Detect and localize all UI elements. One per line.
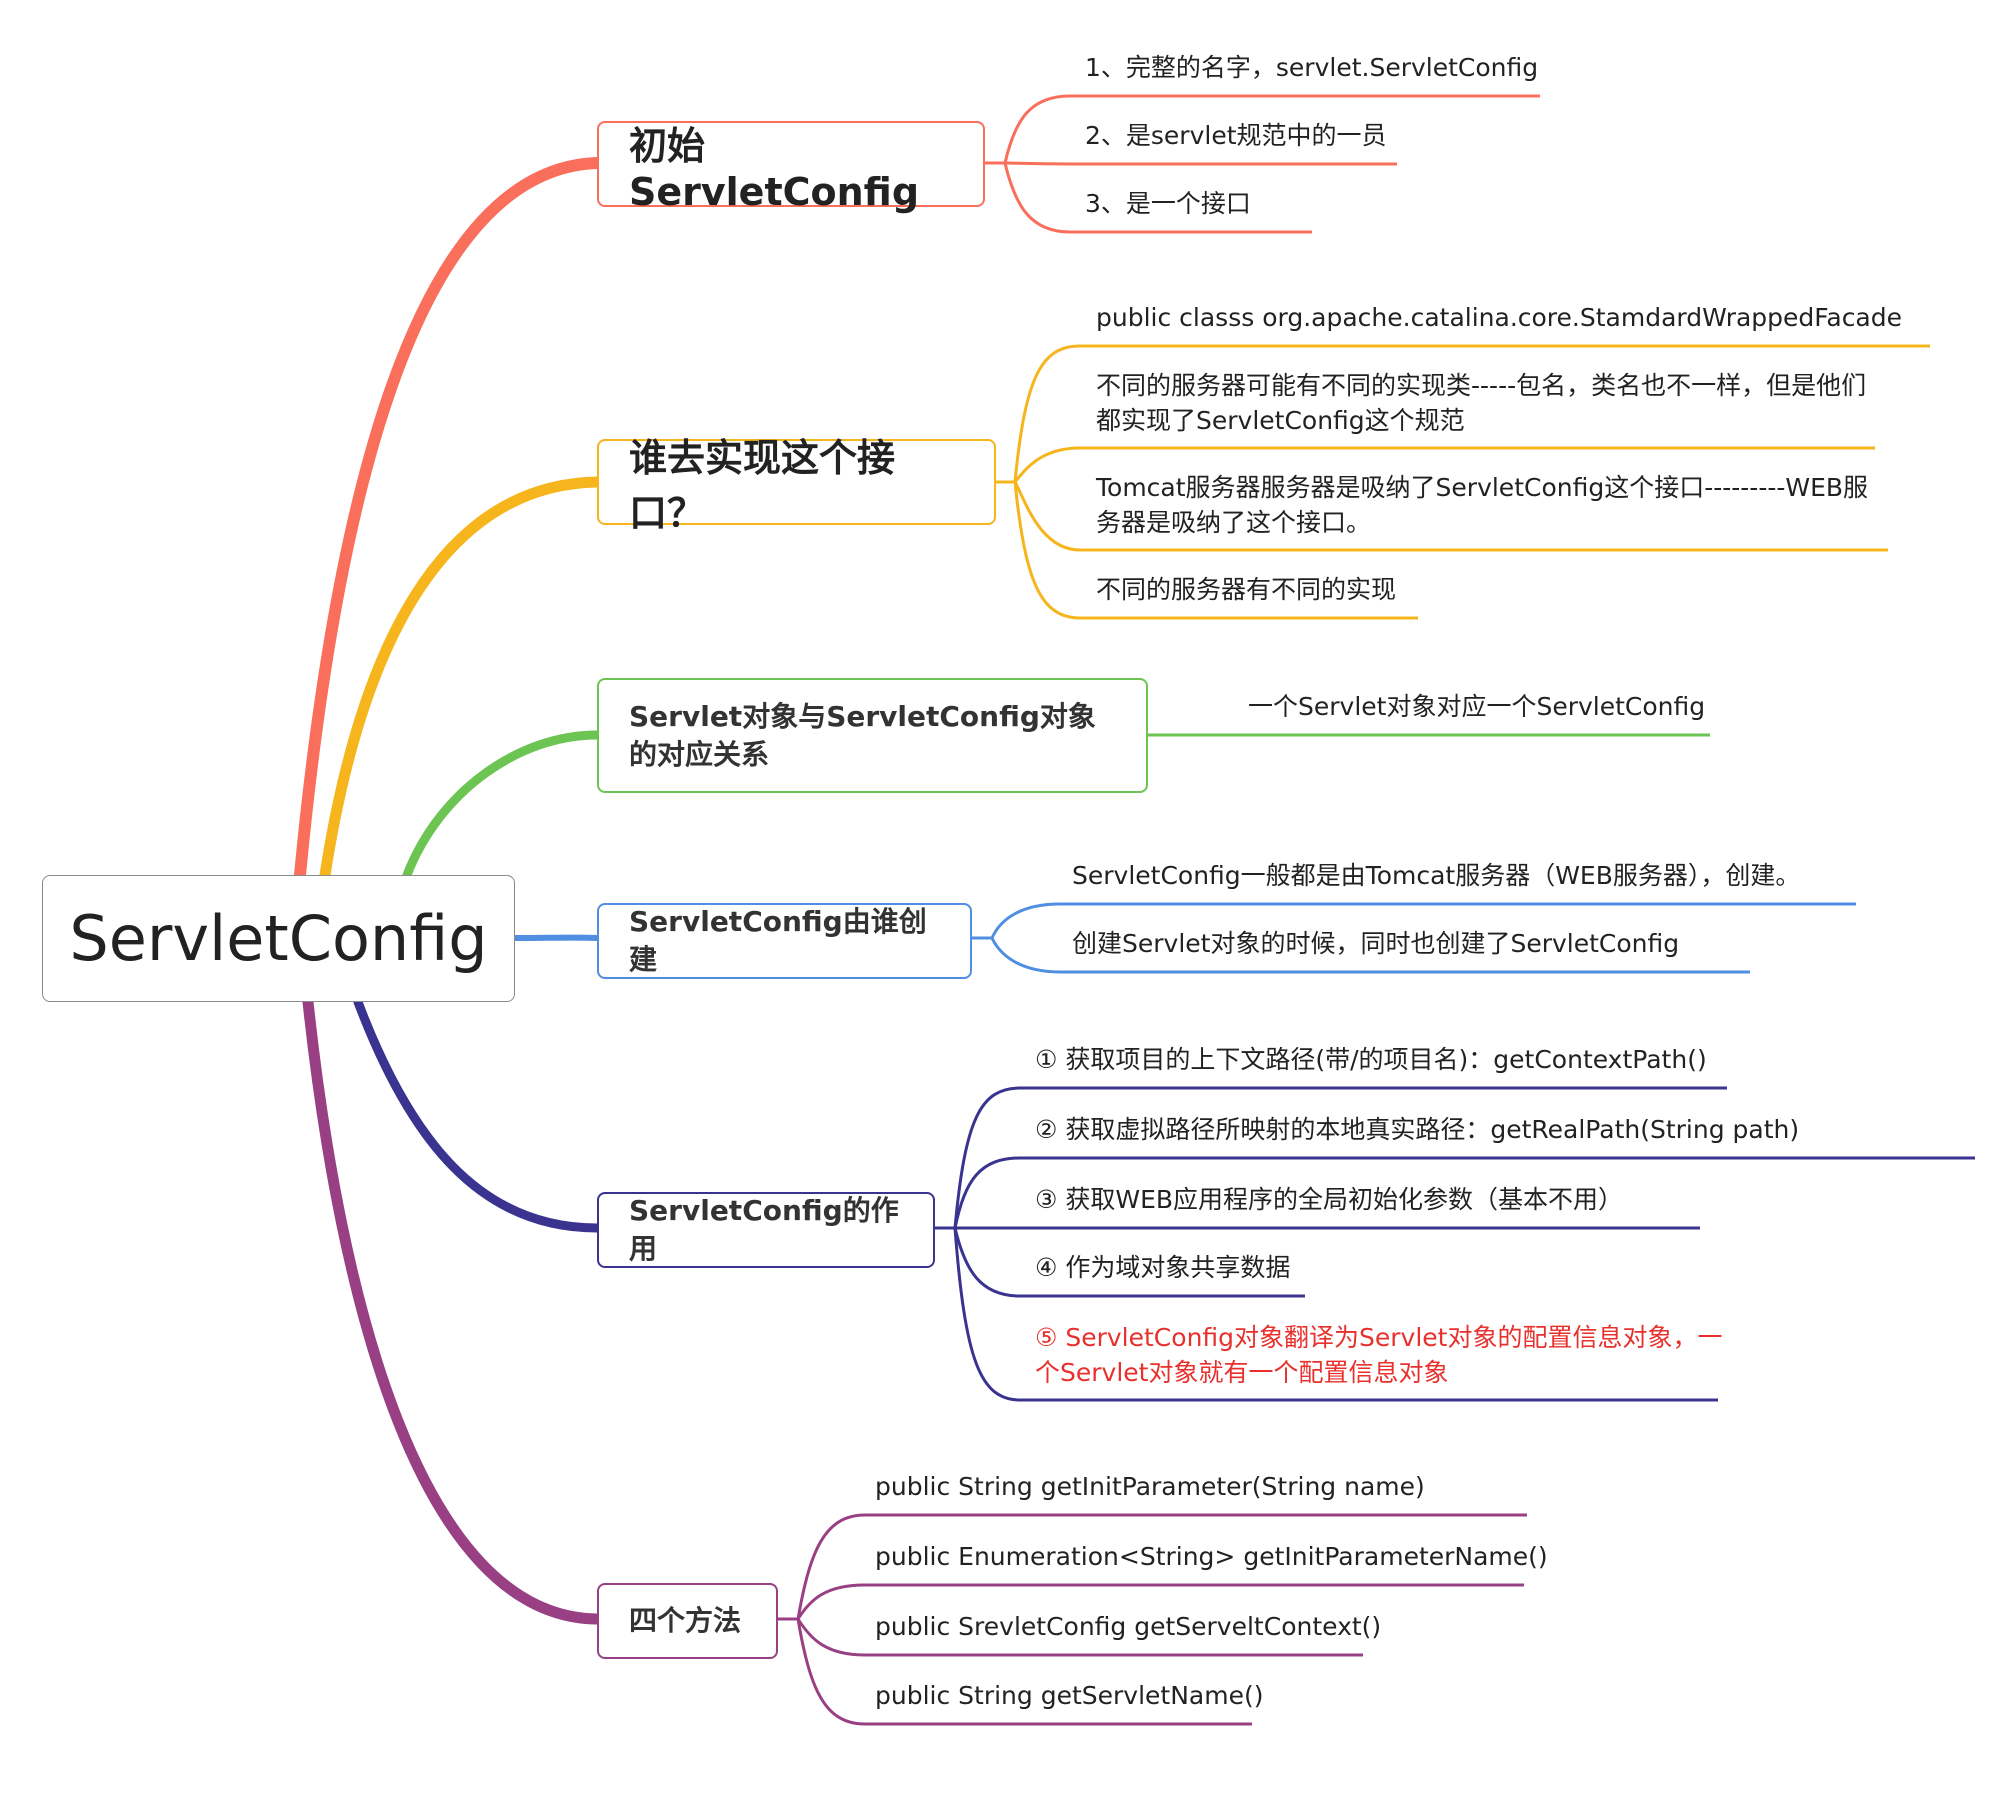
leaf-line-b2-3 (1013, 481, 1888, 552)
leaf-b3-1[interactable]: 一个Servlet对象对应一个ServletConfig (1248, 692, 1706, 721)
leaf-line-b1-2 (1004, 161, 1397, 166)
trunk-b1 (294, 157, 603, 881)
branch-methods[interactable]: 四个方法 (597, 1583, 778, 1659)
branch-implementer-label: 谁去实现这个接口？ (629, 436, 896, 535)
branch-purpose[interactable]: ServletConfig的作用 (597, 1192, 935, 1268)
leaf-b5-2[interactable]: ② 获取虚拟路径所映射的本地真实路径：getRealPath(String pa… (1035, 1115, 1800, 1144)
leaf-line-b2-1 (996, 344, 1930, 484)
leaf-b5-5-highlight[interactable]: ⑤ ServletConfig对象翻译为Servlet对象的配置信息对象，一个S… (1035, 1323, 1723, 1387)
leaf-b6-3[interactable]: public SrevletConfig getServeltContext() (875, 1612, 1382, 1641)
leaf-line-b2-4 (1013, 481, 1418, 620)
leaf-line-b6-2 (796, 1583, 1524, 1620)
branch-relationship[interactable]: Servlet对象与ServletConfig对象的对应关系 (597, 678, 1148, 793)
leaf-b4-1[interactable]: ServletConfig一般都是由Tomcat服务器（WEB服务器），创建。 (1072, 861, 1801, 890)
leaf-line-b6-1 (778, 1513, 1527, 1621)
leaf-b5-1[interactable]: ① 获取项目的上下文路径(带/的项目名)：getContextPath() (1035, 1045, 1707, 1074)
branch-relationship-label: Servlet对象与ServletConfig对象的对应关系 (629, 699, 1096, 771)
leaf-b5-4[interactable]: ④ 作为域对象共享数据 (1035, 1253, 1291, 1282)
branch-intro[interactable]: 初始ServletConfig (597, 121, 985, 214)
leaf-line-b5-1 (935, 1086, 1727, 1230)
leaf-line-b5-5 (953, 1227, 1718, 1402)
leaf-line-b4-1 (972, 902, 1856, 940)
leaf-line-b6-3 (796, 1618, 1363, 1657)
root-node[interactable]: ServletConfig (42, 875, 515, 1002)
leaf-b6-2[interactable]: public Enumeration<String> getInitParame… (875, 1542, 1548, 1571)
leaf-line-b5-2 (953, 1156, 1975, 1229)
leaf-line-b1-1 (985, 94, 1540, 165)
branch-creator-label: ServletConfig由谁创建 (629, 905, 927, 976)
leaf-b4-2[interactable]: 创建Servlet对象的时候，同时也创建了ServletConfig (1072, 929, 1680, 958)
leaf-b2-2[interactable]: 不同的服务器可能有不同的实现类-----包名，类名也不一样，但是他们都实现了Se… (1096, 371, 1867, 435)
leaf-b2-3[interactable]: Tomcat服务器服务器是吸纳了ServletConfig这个接口-------… (1096, 473, 1869, 537)
branch-methods-label: 四个方法 (629, 1604, 742, 1637)
trunk-b6 (302, 996, 603, 1625)
leaf-b2-1[interactable]: public classs org.apache.catalina.core.S… (1096, 303, 1903, 332)
branch-intro-label: 初始ServletConfig (629, 123, 920, 214)
branch-purpose-label: ServletConfig的作用 (629, 1194, 899, 1265)
leaf-line-b4-2 (990, 937, 1750, 974)
branch-implementer[interactable]: 谁去实现这个接口？ (597, 436, 996, 535)
leaf-b1-1[interactable]: 1、完整的名字，servlet.ServletConfig (1085, 53, 1539, 82)
leaf-b1-2[interactable]: 2、是servlet规范中的一员 (1085, 121, 1387, 150)
leaf-line-b2-2 (1013, 446, 1875, 483)
branch-creator[interactable]: ServletConfig由谁创建 (597, 903, 972, 979)
leaf-line-b6-4 (796, 1618, 1252, 1726)
leaf-b1-3[interactable]: 3、是一个接口 (1085, 189, 1251, 218)
leaf-b5-3[interactable]: ③ 获取WEB应用程序的全局初始化参数（基本不用） (1035, 1185, 1624, 1214)
root-label: ServletConfig (69, 902, 488, 975)
leaf-line-b5-4 (953, 1227, 1305, 1298)
leaf-b2-4[interactable]: 不同的服务器有不同的实现 (1096, 575, 1397, 604)
leaf-line-b1-3 (1003, 162, 1312, 234)
trunk-b3 (402, 730, 602, 880)
trunk-b5 (353, 997, 602, 1233)
trunk-b2 (319, 476, 603, 881)
leaf-b6-4[interactable]: public String getServletName() (875, 1681, 1264, 1710)
leaf-b6-1[interactable]: public String getInitParameter(String na… (875, 1472, 1425, 1501)
